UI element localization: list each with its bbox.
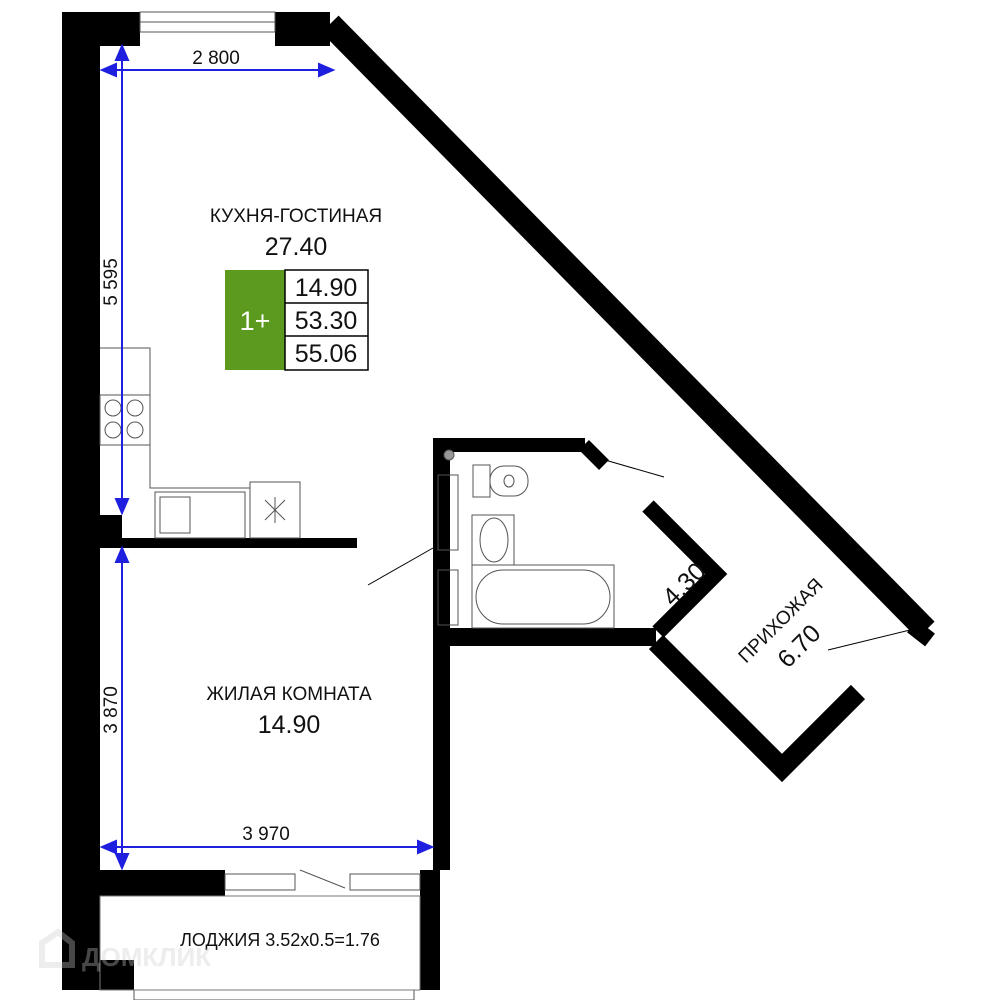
loggia-label: ЛОДЖИЯ 3.52x0.5=1.76 bbox=[180, 930, 380, 950]
living-room-name: ЖИЛАЯ КОМНАТА bbox=[206, 684, 372, 705]
windows bbox=[133, 11, 421, 1000]
watermark: ДОМКЛИК bbox=[39, 928, 211, 972]
dimension-lines bbox=[99, 43, 435, 871]
dim-kitchen-height: 5 595 bbox=[101, 258, 122, 306]
living-room-area: 14.90 bbox=[258, 711, 321, 739]
walls bbox=[62, 12, 935, 990]
watermark-text: ДОМКЛИК bbox=[82, 942, 211, 972]
badge-total-area: 53.30 bbox=[295, 307, 358, 335]
bathroom-fixtures bbox=[437, 449, 615, 629]
dim-living-width: 3 970 bbox=[242, 824, 290, 845]
door-swings bbox=[367, 459, 911, 651]
badge-living-area: 14.90 bbox=[295, 274, 358, 302]
badge-type: 1+ bbox=[240, 306, 271, 336]
loggia-outline bbox=[99, 895, 421, 991]
dim-top-width: 2 800 bbox=[192, 48, 240, 69]
kitchen-living-area: 27.40 bbox=[265, 233, 328, 261]
kitchen-living-name: КУХНЯ-ГОСТИНАЯ bbox=[210, 206, 382, 227]
kitchen-fixtures bbox=[99, 347, 301, 539]
apartment-badge: 1+ 14.90 53.30 55.06 bbox=[225, 269, 369, 371]
domclick-logo-icon bbox=[39, 928, 75, 968]
dim-living-height: 3 870 bbox=[101, 686, 122, 734]
badge-total-with-loggia: 55.06 bbox=[295, 340, 358, 368]
